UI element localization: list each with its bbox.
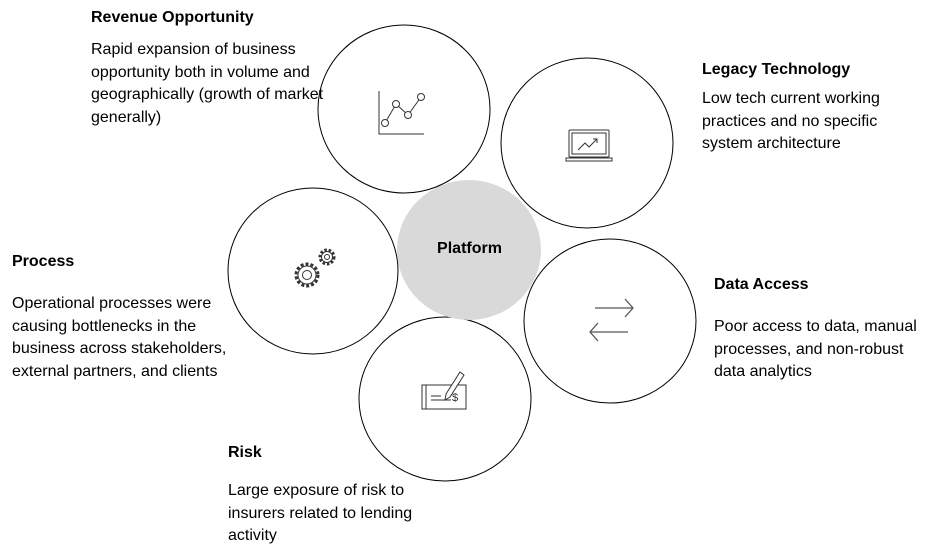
data-access-description: Poor access to data, manual processes, a…: [714, 318, 917, 380]
revenue-description: Rapid expansion of business opportunity …: [91, 41, 324, 126]
data-access-title: Data Access: [714, 276, 809, 293]
legacy-circle: [500, 57, 674, 229]
risk-circle: [358, 316, 532, 482]
cheque-pen-icon: $: [421, 371, 467, 410]
revenue-circle: [317, 24, 491, 194]
risk-description: Large exposure of risk to insurers relat…: [228, 482, 413, 544]
line-chart-icon: [378, 91, 425, 135]
legacy-title: Legacy Technology: [702, 61, 851, 78]
platform-label: Platform: [437, 240, 502, 257]
process-circle: [227, 187, 399, 355]
risk-title: Risk: [228, 444, 262, 461]
process-title: Process: [12, 253, 75, 270]
svg-text:$: $: [452, 392, 458, 404]
exchange-arrows-icon: [589, 298, 634, 342]
legacy-description: Low tech current working practices and n…: [702, 90, 880, 152]
platform-circle: [397, 180, 541, 320]
process-description: Operational processes were causing bottl…: [12, 295, 227, 380]
laptop-chart-icon: [565, 129, 613, 162]
gears-icon: [294, 248, 336, 288]
data-access-circle: [523, 238, 697, 404]
revenue-title: Revenue Opportunity: [91, 9, 254, 26]
